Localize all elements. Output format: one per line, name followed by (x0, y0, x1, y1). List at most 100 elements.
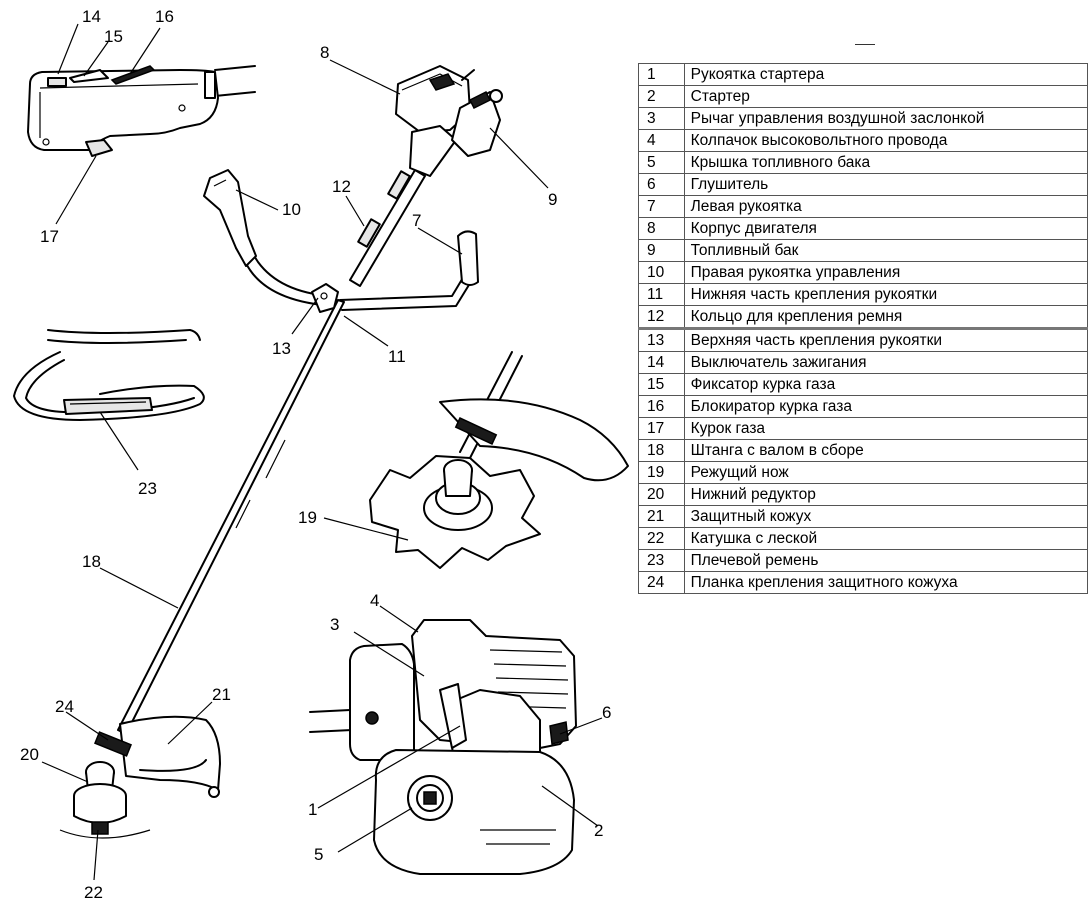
callout-9: 9 (548, 190, 557, 209)
legend-label: Рукоятка стартера (683, 63, 1088, 86)
callout-15: 15 (104, 27, 123, 46)
legend-number: 10 (638, 261, 685, 284)
handlebar (203, 169, 479, 313)
legend-label: Колпачок высоковольтного провода (683, 129, 1088, 152)
legend-label: Защитный кожух (683, 505, 1088, 528)
legend-number: 12 (638, 305, 685, 329)
callout-21: 21 (212, 685, 231, 704)
legend-number: 13 (638, 327, 685, 352)
legend-number: 19 (638, 461, 685, 484)
legend-label: Стартер (683, 85, 1088, 108)
legend-number: 23 (638, 549, 685, 572)
lower-assembly (59, 715, 221, 839)
callout-11: 11 (388, 347, 406, 366)
legend-number: 1 (638, 63, 685, 86)
blade-assembly (369, 351, 629, 569)
legend-number: 9 (638, 239, 685, 262)
legend-label: Корпус двигателя (683, 217, 1088, 240)
legend-number: 16 (638, 395, 685, 418)
main-shaft (117, 169, 426, 735)
callout-18: 18 (82, 552, 101, 571)
legend-number: 24 (638, 571, 685, 594)
callout-6: 6 (602, 703, 611, 722)
legend-number: 14 (638, 351, 685, 374)
legend-label: Правая рукоятка управления (683, 261, 1088, 284)
callout-1: 1 (308, 800, 317, 819)
legend-label: Кольцо для крепления ремня (683, 305, 1088, 329)
callout-4: 4 (370, 591, 379, 610)
legend-number: 3 (638, 107, 685, 130)
callout-17: 17 (40, 227, 59, 246)
throttle-handle-closeup (27, 65, 256, 157)
callout-2: 2 (594, 821, 603, 840)
callout-20: 20 (20, 745, 39, 764)
legend-number: 11 (638, 283, 685, 306)
legend-label: Режущий нож (683, 461, 1088, 484)
legend-label: Плечевой ремень (683, 549, 1088, 572)
callout-10: 10 (282, 200, 301, 219)
legend-label: Планка крепления защитного кожуха (683, 571, 1088, 594)
legend-number: 15 (638, 373, 685, 396)
callout-3: 3 (330, 615, 339, 634)
legend-label: Левая рукоятка (683, 195, 1088, 218)
shoulder-strap (13, 329, 205, 421)
legend-label: Фиксатор курка газа (683, 373, 1088, 396)
legend-label: Топливный бак (683, 239, 1088, 262)
legend-number: 8 (638, 217, 685, 240)
legend-label: Катушка с леской (683, 527, 1088, 550)
legend-label: Выключатель зажигания (683, 351, 1088, 374)
legend-number: 7 (638, 195, 685, 218)
engine-top (395, 65, 503, 177)
callout-24: 24 (55, 697, 74, 716)
callout-16: 16 (155, 7, 174, 26)
legend-label: Блокиратор курка газа (683, 395, 1088, 418)
legend-number: 4 (638, 129, 685, 152)
legend-label: Крышка топливного бака (683, 151, 1088, 174)
callout-23: 23 (138, 479, 157, 498)
callout-7: 7 (412, 211, 421, 230)
legend-number: 2 (638, 85, 685, 108)
legend-number: 6 (638, 173, 685, 196)
callout-13: 13 (272, 339, 291, 358)
legend-number: 5 (638, 151, 685, 174)
legend-label: Нижняя часть крепления рукоятки (683, 283, 1088, 306)
legend-label: Нижний редуктор (683, 483, 1088, 506)
legend-number: 18 (638, 439, 685, 462)
legend-number: 17 (638, 417, 685, 440)
callout-5: 5 (314, 845, 323, 864)
engine-closeup (309, 619, 577, 875)
legend-label: Глушитель (683, 173, 1088, 196)
legend-label: Штанга с валом в сборе (683, 439, 1088, 462)
callout-8: 8 (320, 43, 329, 62)
legend-number: 22 (638, 527, 685, 550)
callout-22: 22 (84, 883, 103, 902)
callout-19: 19 (298, 508, 317, 527)
legend-number: 21 (638, 505, 685, 528)
legend-label: Курок газа (683, 417, 1088, 440)
legend-label: Рычаг управления воздушной заслонкой (683, 107, 1088, 130)
